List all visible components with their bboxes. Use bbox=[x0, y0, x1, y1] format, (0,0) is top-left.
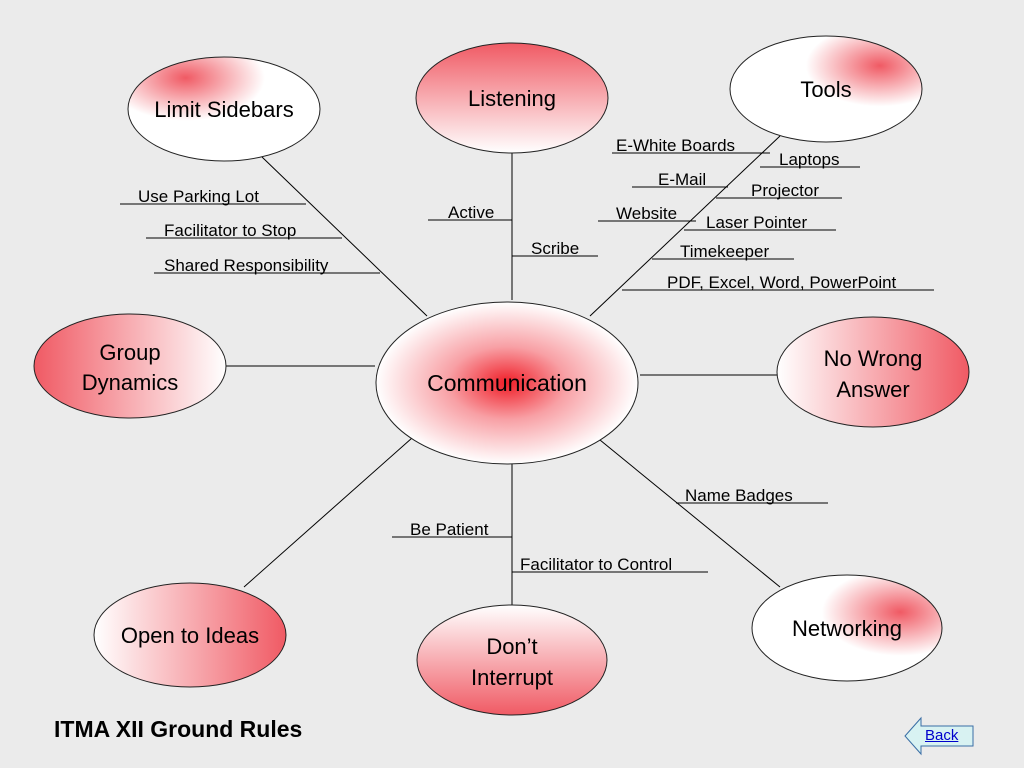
leaf-projector: Projector bbox=[751, 181, 819, 200]
node-no-wrong-answer: No Wrong Answer bbox=[776, 316, 970, 428]
node-label-dont-interrupt-line2: Interrupt bbox=[471, 665, 553, 690]
leaf-e-mail: E-Mail bbox=[658, 170, 706, 189]
node-label-no-wrong-answer-line1: No Wrong bbox=[824, 346, 923, 371]
leaf-labels: Use Parking Lot Facilitator to Stop Shar… bbox=[138, 136, 897, 574]
link-open-to-ideas bbox=[243, 437, 413, 588]
node-label-group-dynamics-line2: Dynamics bbox=[82, 370, 179, 395]
node-networking: Networking bbox=[751, 574, 943, 682]
leaf-laptops: Laptops bbox=[779, 150, 840, 169]
node-label-no-wrong-answer-line2: Answer bbox=[836, 377, 909, 402]
node-tools: Tools bbox=[729, 35, 923, 143]
node-open-to-ideas: Open to Ideas bbox=[93, 582, 287, 688]
leaf-be-patient: Be Patient bbox=[410, 520, 489, 539]
leaf-facilitator-to-stop: Facilitator to Stop bbox=[164, 221, 296, 240]
page-title: ITMA XII Ground Rules bbox=[54, 716, 303, 742]
leaf-website: Website bbox=[616, 204, 677, 223]
back-button[interactable]: Back bbox=[904, 716, 976, 756]
node-communication: Communication bbox=[375, 301, 639, 465]
connector-lines bbox=[120, 135, 934, 606]
leaf-shared-responsibility: Shared Responsibility bbox=[164, 256, 329, 275]
leaf-pdf-excel-word-powerpoint: PDF, Excel, Word, PowerPoint bbox=[667, 273, 897, 292]
leaf-e-white-boards: E-White Boards bbox=[616, 136, 735, 155]
node-group-dynamics: Group Dynamics bbox=[33, 313, 227, 419]
leaf-laser-pointer: Laser Pointer bbox=[706, 213, 807, 232]
node-label-open-to-ideas: Open to Ideas bbox=[121, 623, 259, 648]
leaf-scribe: Scribe bbox=[531, 239, 579, 258]
node-dont-interrupt: Don’t Interrupt bbox=[416, 604, 608, 716]
node-listening: Listening bbox=[415, 42, 609, 154]
node-label-group-dynamics-line1: Group bbox=[99, 340, 160, 365]
node-limit-sidebars: Limit Sidebars bbox=[127, 56, 321, 162]
node-label-limit-sidebars: Limit Sidebars bbox=[154, 97, 293, 122]
leaf-facilitator-to-control: Facilitator to Control bbox=[520, 555, 672, 574]
back-link-label[interactable]: Back bbox=[925, 727, 959, 744]
node-label-communication: Communication bbox=[427, 370, 587, 396]
link-networking bbox=[599, 439, 781, 588]
node-label-listening: Listening bbox=[468, 86, 556, 111]
link-limit-sidebars bbox=[261, 156, 428, 317]
leaf-use-parking-lot: Use Parking Lot bbox=[138, 187, 259, 206]
leaf-name-badges: Name Badges bbox=[685, 486, 793, 505]
node-label-networking: Networking bbox=[792, 616, 902, 641]
link-tools bbox=[589, 135, 781, 317]
leaf-active: Active bbox=[448, 203, 494, 222]
back-arrow-icon bbox=[904, 716, 974, 756]
leaf-timekeeper: Timekeeper bbox=[680, 242, 769, 261]
node-label-dont-interrupt-line1: Don’t bbox=[486, 634, 537, 659]
node-label-tools: Tools bbox=[800, 77, 851, 102]
